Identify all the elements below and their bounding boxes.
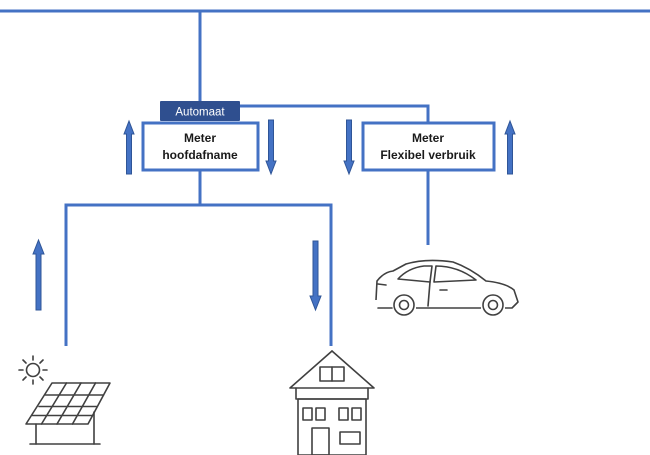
meter-main-frame xyxy=(141,121,260,172)
arrow-up-icon xyxy=(32,238,45,311)
meter-flex-frame xyxy=(361,121,496,172)
solar-panel-icon xyxy=(25,382,111,445)
sun-icon xyxy=(18,355,48,385)
flow-arrows xyxy=(32,119,516,312)
right-branch-line xyxy=(200,203,333,346)
meter-main-label-line1: Meter xyxy=(184,131,216,145)
meter-flex-label-line2: Flexibel verbruik xyxy=(380,148,476,162)
branch-to-flex-meter xyxy=(200,104,430,123)
automaat-label: Automaat xyxy=(175,107,225,119)
meter-flex-box: Meter Flexibel verbruik xyxy=(361,121,496,172)
arrow-up-icon xyxy=(504,119,516,175)
meter-main-label-line2: hoofdafname xyxy=(162,148,238,162)
arrow-up-icon xyxy=(123,119,135,175)
arrow-down-icon xyxy=(265,119,277,176)
connection-lines xyxy=(0,9,650,346)
house-icon xyxy=(289,350,375,455)
arrow-down-icon xyxy=(309,240,322,312)
automaat-box: Automaat xyxy=(160,101,240,121)
car-icon xyxy=(375,259,519,316)
automaat-background xyxy=(160,101,240,121)
arrow-down-icon xyxy=(343,119,355,176)
left-branch-line xyxy=(64,203,200,346)
meter-main-box: Meter hoofdafname xyxy=(141,121,260,172)
meter-flex-label-line1: Meter xyxy=(412,131,444,145)
